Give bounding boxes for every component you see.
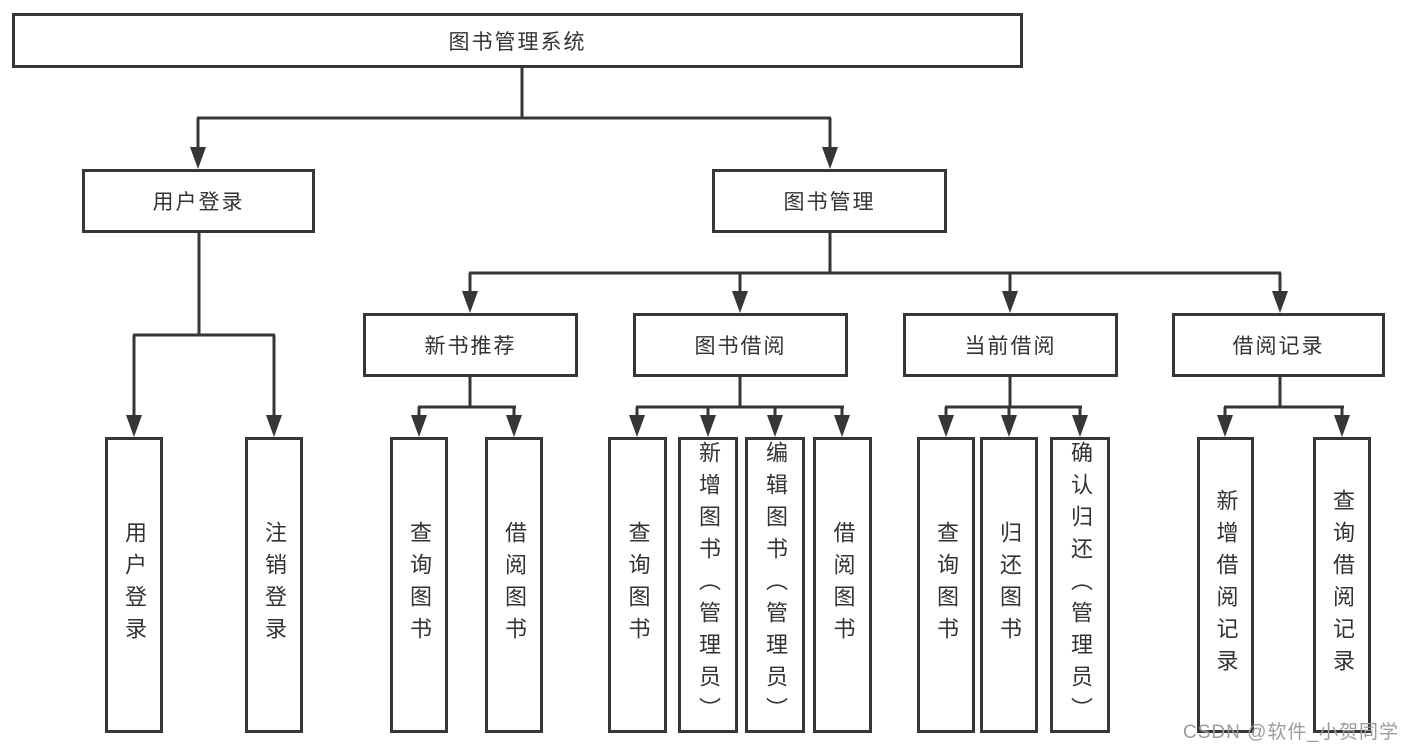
leaf-query-borrow-record: 查询借阅记录: [1313, 437, 1371, 733]
leaf-edit-books-admin: 编辑图书（管理员）: [745, 437, 805, 733]
leaf-user-login: 用户登录: [105, 437, 163, 733]
node-library-system: 图书管理系统: [12, 13, 1023, 68]
leaf-add-books-admin: 新增图书（管理员）: [678, 437, 738, 733]
leaf-add-borrow-record: 新增借阅记录: [1197, 437, 1254, 733]
leaf-borrow-books-recommend: 借阅图书: [485, 437, 543, 733]
node-borrowing-records: 借阅记录: [1172, 313, 1385, 377]
leaf-query-books-current: 查询图书: [917, 437, 975, 733]
csdn-watermark: CSDN @软件_小贺同学: [1183, 722, 1399, 743]
leaf-query-books-recommend: 查询图书: [390, 437, 448, 733]
node-book-management: 图书管理: [712, 169, 947, 233]
leaf-return-books: 归还图书: [980, 437, 1038, 733]
node-book-borrowing: 图书借阅: [633, 313, 848, 377]
leaf-logout: 注销登录: [245, 437, 303, 733]
node-new-book-recommendation: 新书推荐: [363, 313, 578, 377]
node-user-login: 用户登录: [82, 169, 315, 233]
leaf-borrow-books: 借阅图书: [813, 437, 872, 733]
leaf-confirm-return-admin: 确认归还（管理员）: [1050, 437, 1110, 733]
leaf-query-books-borrow: 查询图书: [608, 437, 667, 733]
node-current-borrowing: 当前借阅: [903, 313, 1118, 377]
